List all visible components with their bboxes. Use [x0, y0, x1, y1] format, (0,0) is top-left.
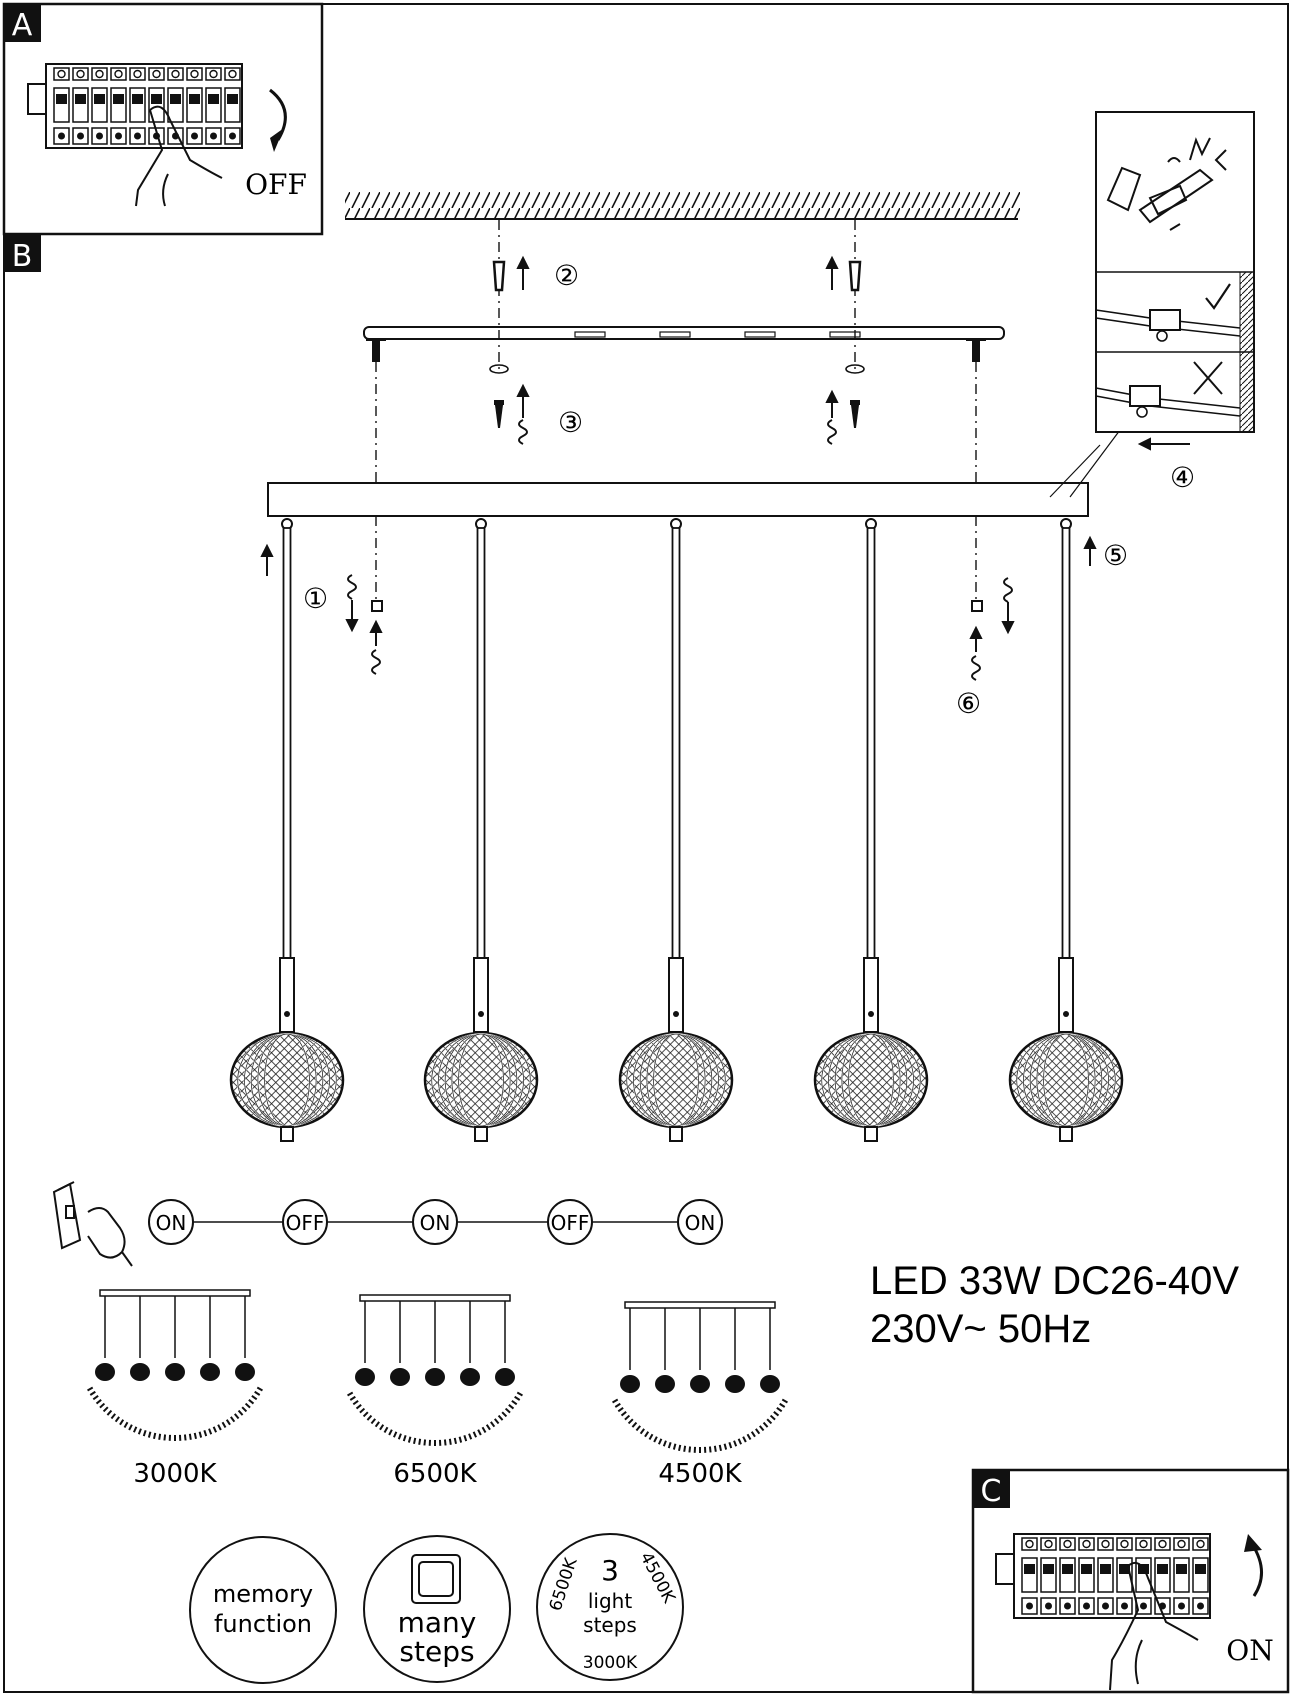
panel-c: C ON — [971, 1468, 1290, 1694]
step-4: ④ — [1170, 461, 1195, 494]
hand-icon — [1109, 1562, 1199, 1691]
spec-line-2: 230V~ 50Hz — [870, 1307, 1091, 1351]
cross-icon — [1193, 361, 1223, 395]
switch-state-label: ON — [685, 1211, 716, 1235]
breaker-icon — [27, 63, 243, 149]
cable-grip-detail — [1095, 111, 1255, 451]
switch-state-circle — [547, 1199, 593, 1245]
svg-text:3000K: 3000K — [583, 1653, 638, 1673]
panel-a-state: OFF — [245, 168, 307, 201]
many-steps-badge: many steps — [363, 1535, 511, 1683]
pendants — [229, 518, 1124, 1142]
switch-state-label: ON — [420, 1211, 451, 1235]
switch-state-circle — [148, 1199, 194, 1245]
step-1: ① — [303, 582, 328, 615]
switch-state-label: OFF — [286, 1211, 325, 1235]
panel-c-label: C — [981, 1474, 1002, 1509]
panel-b-label: B — [12, 239, 33, 274]
pendant-light — [1008, 518, 1124, 1142]
color-temperature-modes: 3000K 6500K 4500K — [87, 1289, 788, 1489]
color-temp-label: 6500K — [393, 1459, 477, 1489]
panel-a: A OFF — [2, 2, 324, 236]
mini-fixture: 6500K — [347, 1294, 523, 1489]
cap-nut-left — [371, 600, 383, 612]
step-5: ⑤ — [1103, 539, 1128, 572]
switch-state-label: OFF — [551, 1211, 590, 1235]
pendant-light — [618, 518, 734, 1142]
cap-nut-right — [971, 600, 983, 612]
memory-function-badge: memory function — [189, 1536, 337, 1684]
switch-sequence: ON OFF ON OFF ON — [148, 1199, 723, 1245]
rotation-icon — [518, 419, 837, 445]
pendant-light — [229, 518, 345, 1142]
svg-text:many: many — [398, 1606, 477, 1639]
color-temp-label: 3000K — [133, 1459, 217, 1489]
step-2: ② — [554, 259, 579, 292]
mini-fixture: 4500K — [612, 1301, 788, 1489]
step-3: ③ — [558, 406, 583, 439]
bracket-bolt-left — [372, 338, 380, 362]
switch-state-label: ON — [156, 1211, 187, 1235]
mounting-bracket — [363, 326, 1005, 362]
step-6: ⑥ — [956, 687, 981, 720]
switch-state-circle — [282, 1199, 328, 1245]
breaker-icon — [995, 1533, 1211, 1619]
wall-switch-icon — [52, 1181, 133, 1267]
svg-text:memory: memory — [213, 1580, 313, 1608]
panel-a-label: A — [12, 8, 33, 43]
spec-line-1: LED 33W DC26-40V — [870, 1259, 1239, 1303]
anchor-icon — [492, 260, 862, 292]
panel-b-frame — [3, 3, 1289, 1693]
switch-state-circle — [677, 1199, 723, 1245]
color-temp-label: 4500K — [658, 1459, 742, 1489]
switch-state-circle — [412, 1199, 458, 1245]
svg-text:function: function — [214, 1610, 312, 1638]
svg-text:steps: steps — [399, 1635, 474, 1668]
dimmer-icon — [411, 1554, 461, 1604]
screw-icon — [494, 400, 860, 428]
check-icon — [1205, 283, 1231, 310]
light-steps-badge: 3 light steps 6500K 4500K 3000K — [536, 1533, 684, 1681]
ceiling — [345, 192, 1020, 220]
pendant-light — [423, 518, 539, 1142]
mini-fixture: 3000K — [87, 1289, 263, 1489]
bracket-bolt-right — [972, 338, 980, 362]
hand-icon — [135, 105, 223, 207]
arrow-icon — [1137, 437, 1190, 451]
panel-c-state: ON — [1226, 1634, 1273, 1667]
svg-text:light: light — [588, 1589, 632, 1613]
arrow-icon — [516, 255, 839, 290]
pendant-light — [813, 518, 929, 1142]
svg-text:3: 3 — [601, 1554, 619, 1587]
svg-text:steps: steps — [583, 1613, 637, 1637]
canopy — [267, 429, 1121, 517]
